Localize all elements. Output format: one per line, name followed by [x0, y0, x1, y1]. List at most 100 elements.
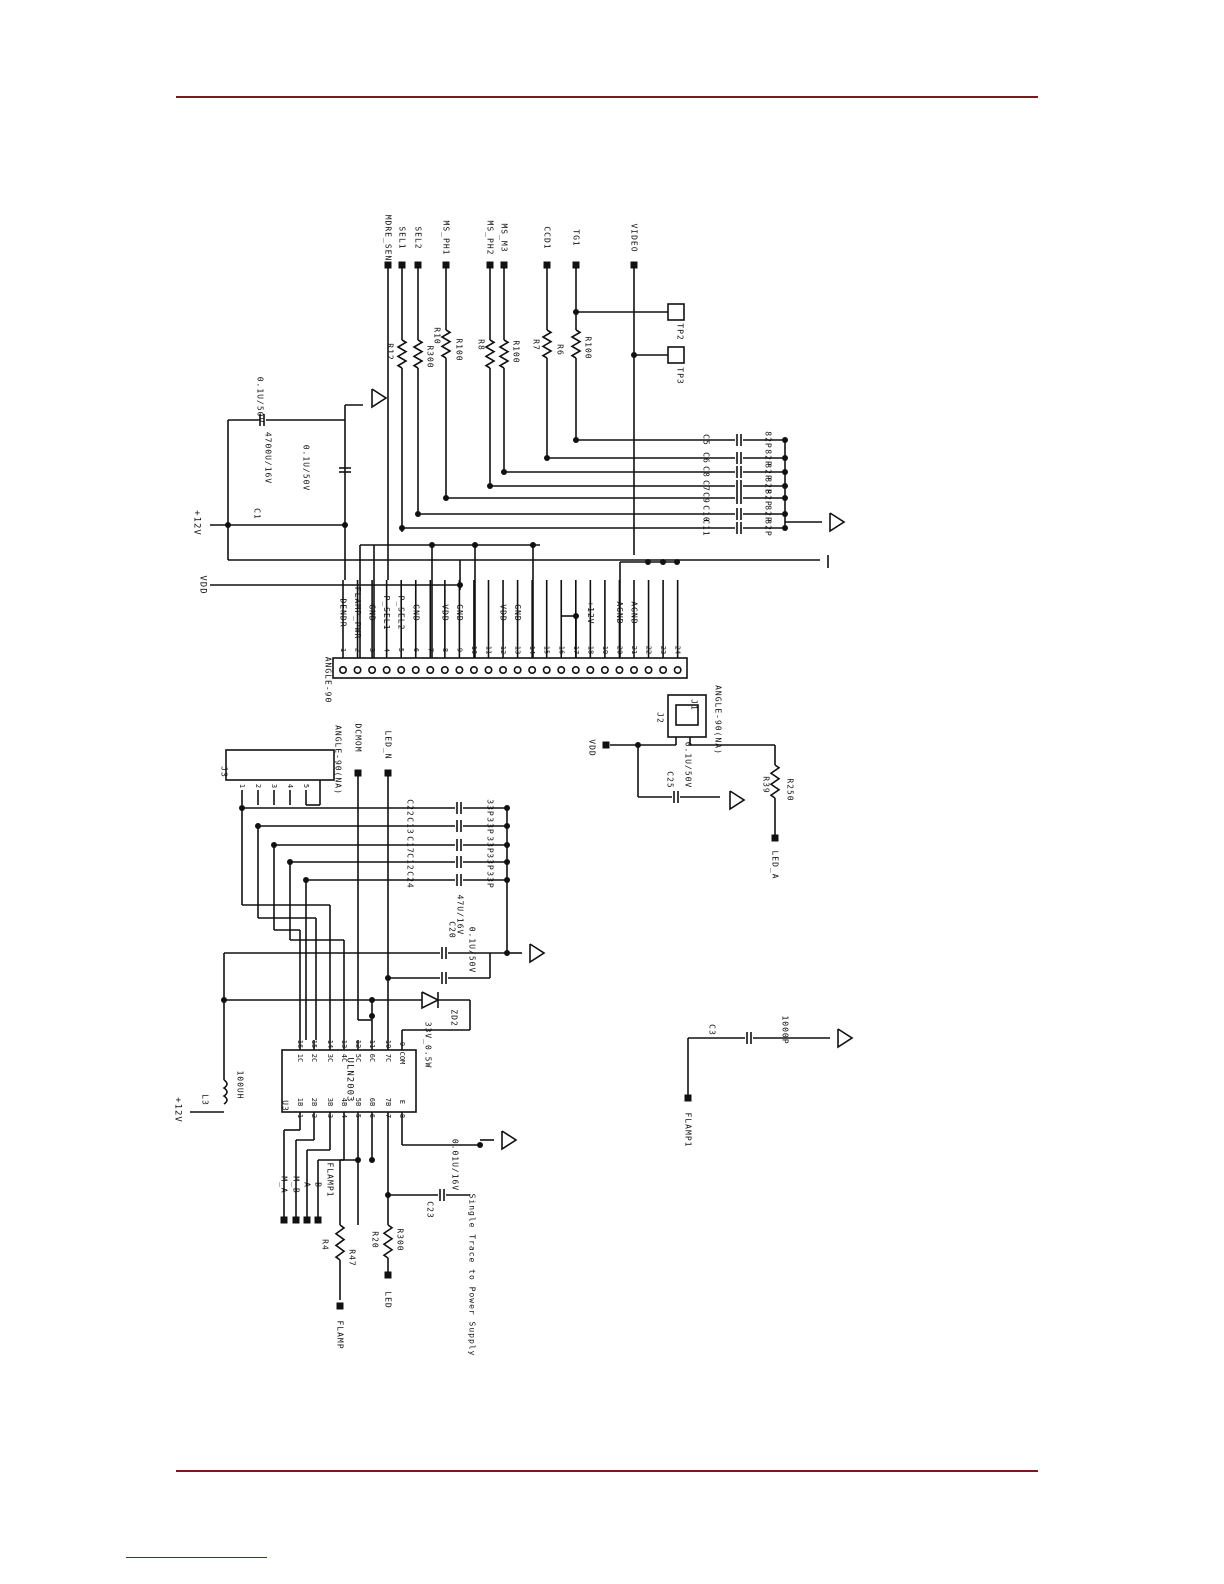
junction-dot — [631, 352, 637, 358]
u3-right-pin-label: 3C — [326, 1054, 334, 1062]
junction-dot — [635, 742, 641, 748]
input-label: A — [303, 1182, 312, 1188]
j1-pin — [557, 665, 566, 674]
j1-net-label: P_SEL2 — [397, 596, 406, 631]
junction-dot — [487, 483, 493, 489]
junction-dot — [477, 1142, 483, 1148]
j3-connector-body — [225, 749, 335, 781]
c23-ref: C23 — [426, 1201, 435, 1218]
junction-dot — [239, 805, 245, 811]
u3-right-pin-label: 2C — [310, 1054, 318, 1062]
u3-right-pin-number: 10 — [384, 1040, 392, 1048]
junction-dot — [782, 483, 788, 489]
u3-right-pin-label: 5C — [354, 1054, 362, 1062]
junction-dot — [504, 805, 510, 811]
junction-dot — [385, 1192, 391, 1198]
resistor-r12a — [396, 339, 408, 369]
j1-pin — [513, 665, 522, 674]
j1-net-label: GND — [411, 604, 420, 621]
cap-bank-ref: C5 — [702, 434, 711, 446]
junction-dot — [573, 613, 579, 619]
junction-dot — [221, 997, 227, 1003]
c20-value: 47U/16V — [456, 895, 465, 936]
tp3-box — [667, 346, 685, 364]
input-square — [303, 1216, 311, 1224]
c4-value: 0.1U/50V — [302, 445, 311, 492]
top-port-square — [486, 261, 494, 269]
j1-pin — [411, 665, 420, 674]
flamp1-label: FLAMP1 — [326, 1163, 335, 1198]
cap-bank-value: 82P — [764, 431, 773, 448]
junction-dot — [369, 1013, 375, 1019]
j1-net-label: GND — [368, 604, 377, 621]
junction-dot — [660, 559, 666, 565]
c23-value: 0.01U/16V — [451, 1139, 460, 1191]
u3-right-pin-number: 14 — [326, 1040, 334, 1048]
u3-right-pin-label: 1C — [296, 1054, 304, 1062]
dcmom-square — [354, 769, 362, 777]
u3-right-pin-label: 4C — [340, 1054, 348, 1062]
cap-bank-ref: C10 — [702, 505, 711, 522]
resistor-r6 — [570, 329, 582, 359]
r8-value: R100 — [512, 340, 521, 363]
vdd-label: VDD — [198, 575, 208, 594]
cap-bank-value: 82P — [764, 505, 773, 522]
j1-pin — [499, 665, 508, 674]
r4-ref: R4 — [321, 1239, 330, 1251]
c3-flamp-value: 1000P — [781, 1015, 790, 1044]
junction-dot — [501, 469, 507, 475]
j1-pin-number: 16 — [557, 646, 565, 654]
j1-pin — [484, 665, 493, 674]
u3-right-pin-label: 7C — [384, 1054, 392, 1062]
u3-left-pin-number: 1 — [296, 1114, 304, 1118]
junction-dot — [225, 522, 231, 528]
j1-pin-number: 5 — [397, 648, 405, 652]
top-port-square — [630, 261, 638, 269]
j1-net-label: P_SEL1 — [382, 596, 391, 631]
led-label: LED — [384, 1291, 393, 1308]
j1-pin — [469, 665, 478, 674]
j2-ref: J2 — [656, 712, 665, 724]
junction-dot — [573, 309, 579, 315]
junction-dot — [429, 542, 435, 548]
j1-pin-number: 3 — [368, 648, 376, 652]
u3-right-pin-label: COM — [398, 1052, 406, 1065]
j2-type: ANGLE-90(NA) — [714, 685, 723, 755]
r20-ref: R20 — [371, 1231, 380, 1248]
zd2-value: 33V_0.5W — [424, 1022, 433, 1069]
resistor-r10 — [440, 329, 452, 359]
j1-pin-number: 24 — [674, 646, 682, 654]
input-square — [280, 1216, 288, 1224]
j1-pin-number: 21 — [630, 646, 638, 654]
j1-pin-number: 7 — [426, 648, 434, 652]
footer-link-underline[interactable] — [126, 1557, 267, 1558]
j1-ref-label: J1 — [690, 699, 699, 711]
j2-connector-inner — [675, 704, 699, 726]
junction-dot — [782, 495, 788, 501]
j1-pin-number: 8 — [441, 648, 449, 652]
j1-pin — [600, 665, 609, 674]
u3-left-pin-number: 7 — [384, 1114, 392, 1118]
u3-left-pin-number: 8 — [398, 1114, 406, 1118]
u3-left-pin-label: 4B — [340, 1098, 348, 1106]
junction-dot — [504, 823, 510, 829]
j1-net-label: VDD — [440, 604, 449, 621]
j1-pin-number: 1 — [339, 648, 347, 652]
r6-value: R100 — [584, 336, 593, 359]
u3-left-pin-number: 5 — [354, 1114, 362, 1118]
r39-ref: R39 — [762, 776, 771, 793]
j1-pin — [629, 665, 638, 674]
c1-ref: C1 — [253, 508, 262, 520]
j1-pin-number: 6 — [412, 648, 420, 652]
l3-value: 100UH — [236, 1070, 245, 1099]
u3-left-pin-label: 2B — [310, 1098, 318, 1106]
top-port-label: SEL2 — [414, 226, 423, 249]
c33-ref: C12 — [406, 853, 415, 870]
resistor-r7 — [541, 329, 553, 359]
u3-part: ULN2003 — [345, 1058, 355, 1103]
resistor-r39 — [769, 764, 781, 799]
u3-left-pin-label: 6B — [368, 1098, 376, 1106]
cap-bank-value: 82P — [764, 463, 773, 480]
u3-right-pin-label: 6C — [368, 1054, 376, 1062]
